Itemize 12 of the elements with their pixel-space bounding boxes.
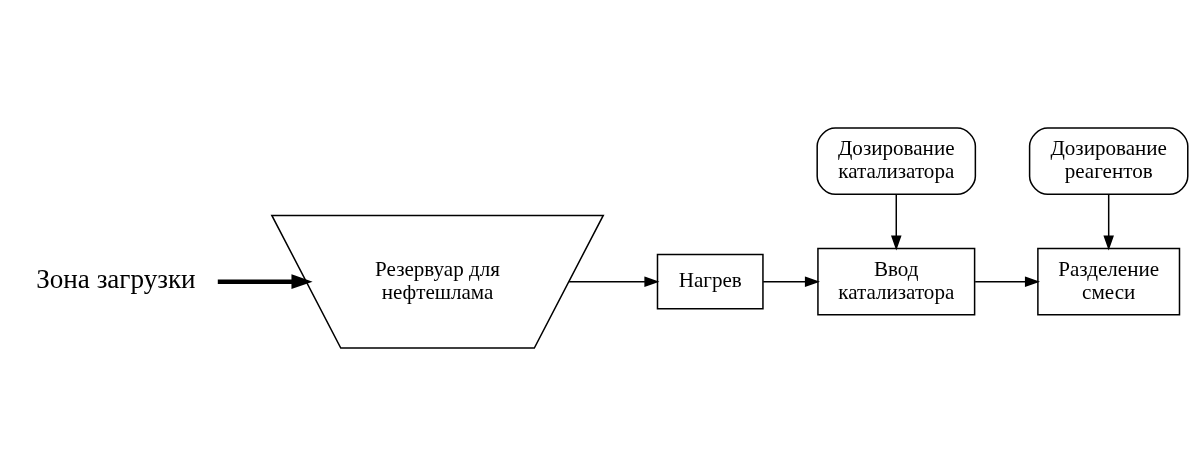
arrow xyxy=(1103,193,1114,251)
node-box: Дозирование реагентов xyxy=(1028,126,1189,195)
node-box: Разделение смеси xyxy=(1037,247,1181,316)
node-box: Нагрев xyxy=(656,253,764,310)
node-box: Ввод катализатора xyxy=(817,247,976,316)
arrow xyxy=(217,273,313,289)
node-box: Дозирование катализатора xyxy=(816,126,977,195)
arrow xyxy=(974,275,1040,287)
arrow xyxy=(891,193,902,251)
arrow xyxy=(762,275,820,287)
arrow xyxy=(568,275,660,287)
node-text: Зона загрузки xyxy=(36,263,196,294)
